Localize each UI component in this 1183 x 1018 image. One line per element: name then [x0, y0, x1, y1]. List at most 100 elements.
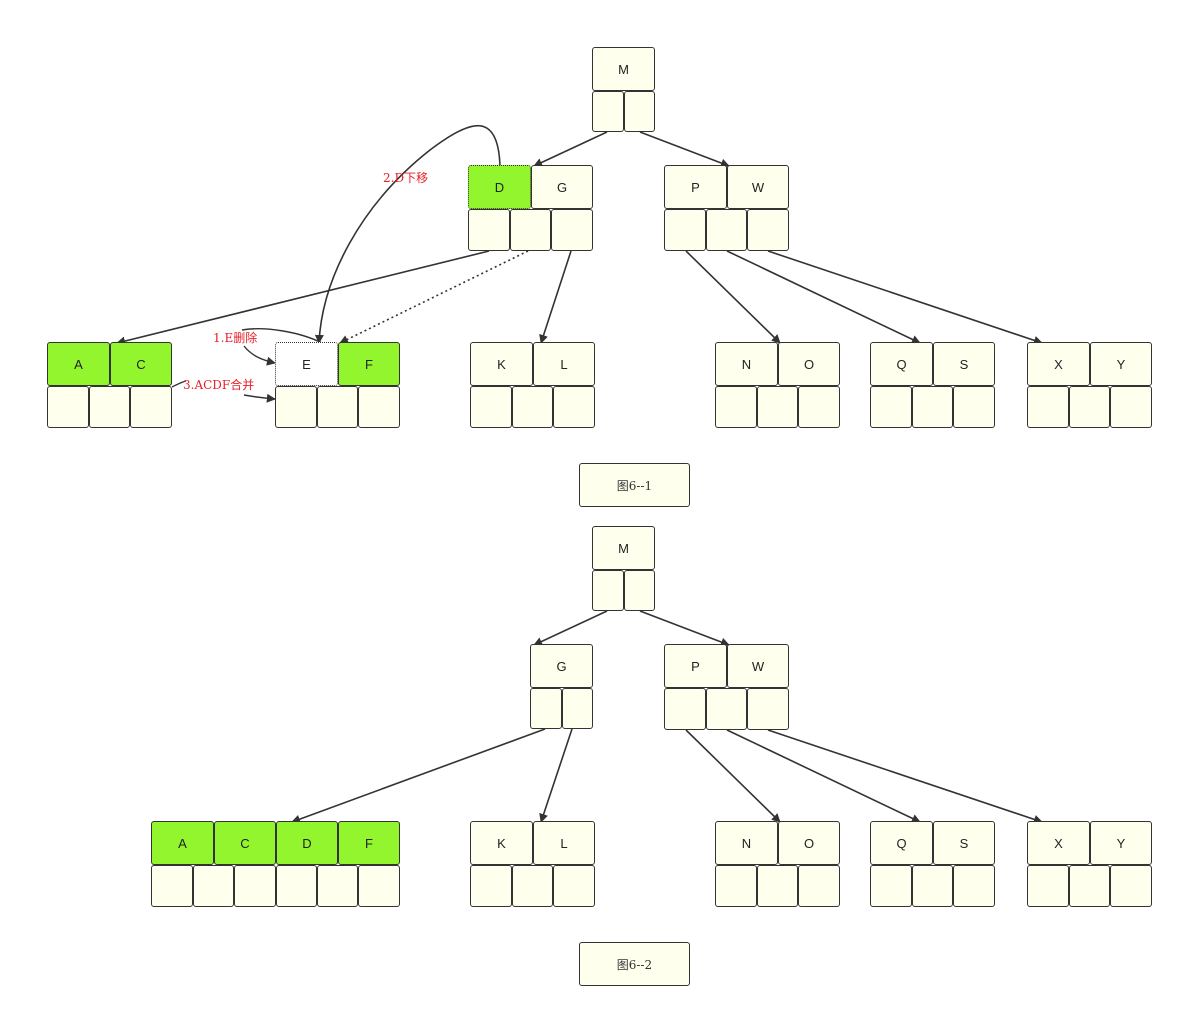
- node-dg-key-g: G: [531, 165, 593, 209]
- node2-g-key: G: [530, 644, 593, 688]
- leaf2-qs-key-s: S: [933, 821, 995, 865]
- leaf2-no-key-o: O: [778, 821, 840, 865]
- leaf2-qs-pointer: [870, 865, 912, 907]
- leaf2-merged-key-d: D: [276, 821, 338, 865]
- node2-g-pointer: [530, 688, 562, 729]
- leaf2-qs-pointer: [953, 865, 995, 907]
- leaf-qs-pointer: [912, 386, 953, 428]
- node2-pw-pointer: [747, 688, 789, 730]
- leaf2-kl-pointer: [553, 865, 595, 907]
- leaf2-xy-pointer: [1027, 865, 1069, 907]
- node-pw-pointer: [747, 209, 789, 251]
- leaf2-no-pointer: [757, 865, 798, 907]
- node2-m-pointer: [624, 570, 655, 611]
- leaf-no-pointer: [757, 386, 798, 428]
- leaf-ef-key-e: E: [275, 342, 338, 386]
- leaf-xy-pointer: [1027, 386, 1069, 428]
- leaf-kl-pointer: [470, 386, 512, 428]
- leaf2-xy-key-y: Y: [1090, 821, 1152, 865]
- leaf-ac-key-a: A: [47, 342, 110, 386]
- leaf-ef-key-f: F: [338, 342, 400, 386]
- edge-pw-to-xy: [767, 250, 1043, 345]
- node-dg-pointer: [468, 209, 510, 251]
- curve-e-delete: [241, 328, 323, 344]
- leaf2-xy-pointer: [1110, 865, 1152, 907]
- leaf2-merged-pointer: [358, 865, 400, 907]
- leaf-xy-key-x: X: [1027, 342, 1090, 386]
- edge-m-to-pw: [639, 131, 730, 168]
- leaf-ef-pointer: [275, 386, 317, 428]
- edge-pw-to-qs: [726, 250, 921, 344]
- node-dg-key-d: D: [468, 165, 531, 209]
- leaf2-merged-pointer: [276, 865, 317, 907]
- leaf2-xy-pointer: [1069, 865, 1110, 907]
- edge-pw-to-no: [685, 250, 781, 344]
- node-dg-pointer: [551, 209, 593, 251]
- leaf2-merged-pointer: [234, 865, 276, 907]
- leaf2-no-pointer: [715, 865, 757, 907]
- curve-d-move-down: [314, 124, 501, 344]
- leaf-kl-key-k: K: [470, 342, 533, 386]
- leaf2-kl-key-k: K: [470, 821, 533, 865]
- leaf2-qs-key-q: Q: [870, 821, 933, 865]
- node2-pw-pointer: [706, 688, 747, 730]
- annotation-merge: 3.ACDF合并: [183, 378, 255, 392]
- leaf2-merged-key-a: A: [151, 821, 214, 865]
- node2-pw-pointer: [664, 688, 706, 730]
- arrow-e-delete: [243, 345, 276, 366]
- node-m-key: M: [592, 47, 655, 91]
- leaf2-merged-pointer: [193, 865, 234, 907]
- node2-pw-key-w: W: [727, 644, 789, 688]
- leaf2-merged-key-f: F: [338, 821, 400, 865]
- leaf-no-pointer: [798, 386, 840, 428]
- edge-dg-to-kl: [539, 250, 572, 344]
- leaf-no-key-o: O: [778, 342, 840, 386]
- edge2-g-to-kl: [539, 728, 573, 823]
- leaf-kl-key-l: L: [533, 342, 595, 386]
- annotation-e-delete: 1.E删除: [213, 331, 258, 345]
- edge2-pw-to-qs: [726, 729, 921, 823]
- edge2-m-to-pw: [639, 610, 730, 647]
- node-pw-key-p: P: [664, 165, 727, 209]
- leaf-qs-key-q: Q: [870, 342, 933, 386]
- arrow-merge: [243, 393, 276, 403]
- leaf2-xy-key-x: X: [1027, 821, 1090, 865]
- leaf-qs-key-s: S: [933, 342, 995, 386]
- figure-caption-6-1: 图6--1: [579, 463, 690, 507]
- node2-m-key: M: [592, 526, 655, 570]
- edge2-pw-to-no: [685, 729, 781, 823]
- leaf-ac-pointer: [130, 386, 172, 428]
- annotation-d-move-down: 2.D下移: [383, 171, 429, 185]
- leaf2-merged-pointer: [317, 865, 358, 907]
- leaf2-kl-key-l: L: [533, 821, 595, 865]
- node-m-pointer: [592, 91, 624, 132]
- leaf-qs-pointer: [953, 386, 995, 428]
- leaf2-kl-pointer: [512, 865, 553, 907]
- leaf-xy-pointer: [1069, 386, 1110, 428]
- leaf2-kl-pointer: [470, 865, 512, 907]
- leaf-ac-key-c: C: [110, 342, 172, 386]
- edge2-m-to-g: [533, 610, 608, 646]
- leaf-ef-pointer: [317, 386, 358, 428]
- curve-merge: [171, 380, 187, 388]
- node-pw-key-w: W: [727, 165, 789, 209]
- node2-g-pointer: [562, 688, 593, 729]
- leaf-ac-pointer: [47, 386, 89, 428]
- edge2-g-to-merged: [291, 728, 546, 824]
- leaf-xy-pointer: [1110, 386, 1152, 428]
- node-pw-pointer: [706, 209, 747, 251]
- node-dg-pointer: [510, 209, 551, 251]
- leaf-no-pointer: [715, 386, 757, 428]
- leaf2-no-pointer: [798, 865, 840, 907]
- node2-pw-key-p: P: [664, 644, 727, 688]
- edge-dg-to-ac: [116, 250, 490, 346]
- edge2-pw-to-xy: [767, 729, 1043, 824]
- leaf-no-key-n: N: [715, 342, 778, 386]
- node2-m-pointer: [592, 570, 624, 611]
- leaf-kl-pointer: [553, 386, 595, 428]
- leaf-qs-pointer: [870, 386, 912, 428]
- leaf-xy-key-y: Y: [1090, 342, 1152, 386]
- leaf-kl-pointer: [512, 386, 553, 428]
